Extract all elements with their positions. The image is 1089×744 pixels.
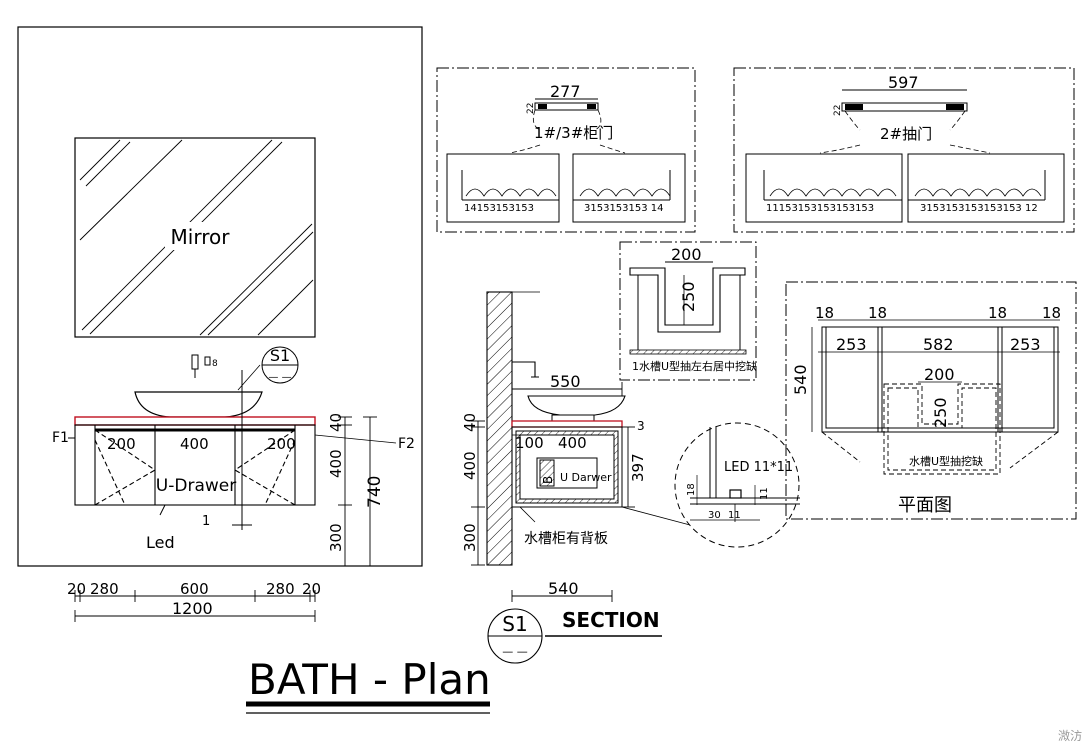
section-right-3: 3	[637, 419, 645, 433]
plan-width-582: 582	[923, 335, 954, 354]
dim-top-2: 400	[180, 435, 209, 453]
led-detail	[621, 422, 800, 548]
vdim-total: 740	[365, 476, 385, 508]
front-elevation: Mirror 8	[17, 26, 423, 622]
vdim-40: 40	[327, 413, 345, 432]
section-depth-540: 540	[548, 579, 579, 598]
section-vdim-400: 400	[461, 451, 479, 480]
watermark: 溦汸	[1058, 728, 1082, 743]
section-countertop	[511, 420, 623, 428]
main-title: BATH - Plan	[248, 655, 491, 704]
countertop	[74, 416, 316, 426]
vdim-300: 300	[327, 523, 345, 552]
section-cut	[232, 346, 299, 530]
bdim-20b: 20	[302, 580, 321, 598]
dim-top-3: 200	[267, 435, 296, 453]
led-label: Led	[146, 533, 175, 552]
section-b-mark: B	[541, 476, 555, 484]
vertical-dimensions	[338, 416, 377, 567]
plan-depth: 540	[791, 364, 810, 395]
mirror: Mirror	[74, 137, 316, 338]
part-mark: 1	[202, 514, 210, 529]
svg-text:8: 8	[212, 359, 218, 369]
back-panel-note: 水槽柜有背板	[524, 531, 608, 547]
plan-title: 平面图	[898, 495, 952, 516]
led-dim-11b: 11	[759, 487, 770, 500]
plan-notch-height: 250	[931, 397, 950, 428]
section-drawer-label: U Darwer	[560, 471, 612, 484]
section-width-550: 550	[550, 372, 581, 391]
plan-top-dim-3: 18	[988, 304, 1007, 322]
vdim-400: 400	[327, 449, 345, 478]
section-vdim-300: 300	[461, 523, 479, 552]
section-inner-100: 100	[515, 434, 544, 452]
section-cabinet	[511, 426, 623, 508]
right-panel-dims-a: 11153153153153153	[766, 203, 874, 214]
section-view: B U Darwer 100 400 550 40 400 300 3 397	[461, 291, 800, 664]
section-basin	[527, 395, 626, 416]
door-detail-right: 597 22 2#抽门 11153153153153153 3153153153…	[733, 67, 1075, 233]
section-ref-sub: — —	[268, 372, 291, 383]
drawer-label: U-Drawer	[156, 476, 236, 496]
bdim-280a: 280	[90, 580, 119, 598]
right-door-label: 2#抽门	[880, 125, 932, 143]
plan-top-dim-1: 18	[815, 304, 834, 322]
bdim-20a: 20	[67, 580, 86, 598]
bottom-dimensions	[74, 590, 316, 622]
led-dim-18: 18	[686, 483, 697, 496]
right-panel-dims-b: 3153153153153153 12	[920, 203, 1038, 214]
u-notch-width: 200	[671, 245, 702, 264]
section-vdim-40: 40	[461, 413, 479, 432]
f1-label: F1	[52, 430, 69, 446]
right-door-width: 597	[888, 73, 919, 92]
section-ref-mark: S1	[270, 346, 290, 365]
plan-notch-note: 水槽U型抽挖缺	[909, 454, 983, 468]
left-panel-dims-a: 14153153153	[464, 203, 534, 214]
led-note: LED 11*11	[724, 460, 793, 475]
section-title-ref-sub: — —	[502, 645, 528, 658]
elevation-frame	[17, 26, 423, 567]
basin	[134, 391, 263, 418]
left-door-width: 277	[550, 82, 581, 101]
plan-notch-width: 200	[924, 365, 955, 384]
plan-width-253a: 253	[836, 335, 867, 354]
wall	[486, 291, 513, 566]
section-right-397: 397	[629, 453, 647, 482]
section-inner-400: 400	[558, 434, 587, 452]
vanity-cabinet	[74, 424, 316, 506]
bdim-600: 600	[180, 580, 209, 598]
u-notch-detail: 200 250 1水槽U型抽左右居中挖缺	[619, 241, 757, 381]
dim-top-1: 200	[107, 435, 136, 453]
plan-width-253b: 253	[1010, 335, 1041, 354]
right-small-dim: 22	[833, 105, 843, 116]
plan-top-dim-4: 18	[1042, 304, 1061, 322]
f2-label: F2	[398, 436, 415, 452]
mirror-label: Mirror	[171, 225, 231, 249]
faucet: 8	[191, 354, 218, 378]
section-title: SECTION	[562, 608, 660, 632]
left-door-label: 1#/3#柜门	[534, 124, 613, 142]
left-small-dim: 22	[526, 103, 536, 114]
door-detail-left: 277 22 1#/3#柜门 14153153153 3153153153 14	[436, 67, 696, 233]
drawing-title: BATH - Plan	[246, 655, 491, 714]
bdim-280b: 280	[266, 580, 295, 598]
led-dim-30: 30	[708, 510, 721, 521]
u-notch-height: 250	[679, 281, 698, 312]
section-title-ref-mark: S1	[502, 612, 527, 636]
plan-top-dim-2: 18	[868, 304, 887, 322]
led-dim-11a: 11	[728, 510, 741, 521]
bdim-total: 1200	[172, 599, 213, 618]
u-notch-note: 1水槽U型抽左右居中挖缺	[632, 359, 757, 373]
left-panel-dims-b: 3153153153 14	[584, 203, 664, 214]
plan-view: 18 18 18 18 253 582 253 540 200 250 水槽U型…	[785, 281, 1077, 520]
